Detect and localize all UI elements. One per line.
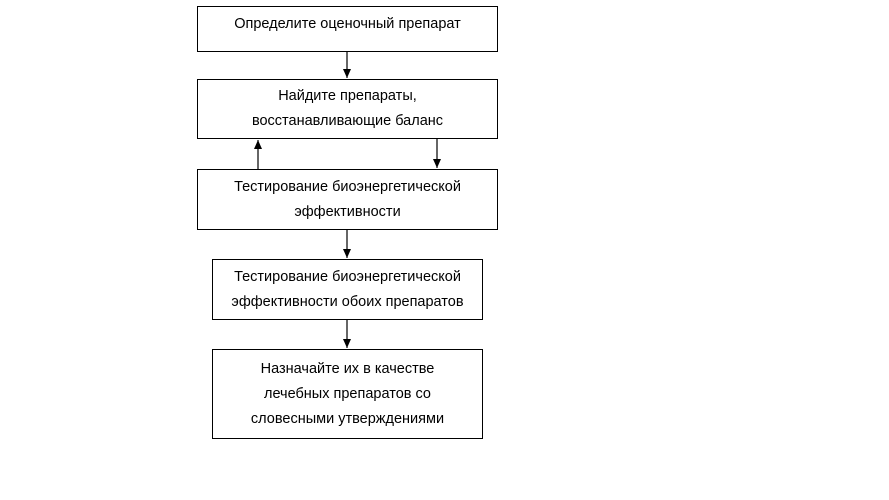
step-3-line-1: Тестирование биоэнергетической — [234, 178, 461, 195]
step-box-1: Определите оценочный препарат — [197, 6, 498, 52]
step-2-line-2: восстанавливающие баланс — [251, 113, 444, 129]
step-box-2: Найдите препараты, восстанавливающие бал… — [197, 79, 498, 139]
step-4-line-2: эффективности обоих препаратов — [231, 293, 464, 310]
step-box-3: Тестирование биоэнергетической эффективн… — [197, 169, 498, 230]
step-1-line-1: Определите оценочный препарат — [234, 16, 461, 32]
step-4-line-1: Тестирование биоэнергетической — [234, 268, 461, 285]
step-5-line-1: Назначайте их в качестве — [260, 360, 435, 377]
step-5-line-3: словесными утверждениями — [250, 410, 445, 427]
step-5-line-2: лечебных препаратов со — [264, 385, 431, 402]
step-2-line-1: Найдите препараты, — [278, 88, 417, 104]
step-box-5: Назначайте их в качестве лечебных препар… — [212, 349, 483, 439]
step-box-4: Тестирование биоэнергетической эффективн… — [212, 259, 483, 320]
step-3-line-2: эффективности — [294, 203, 401, 220]
